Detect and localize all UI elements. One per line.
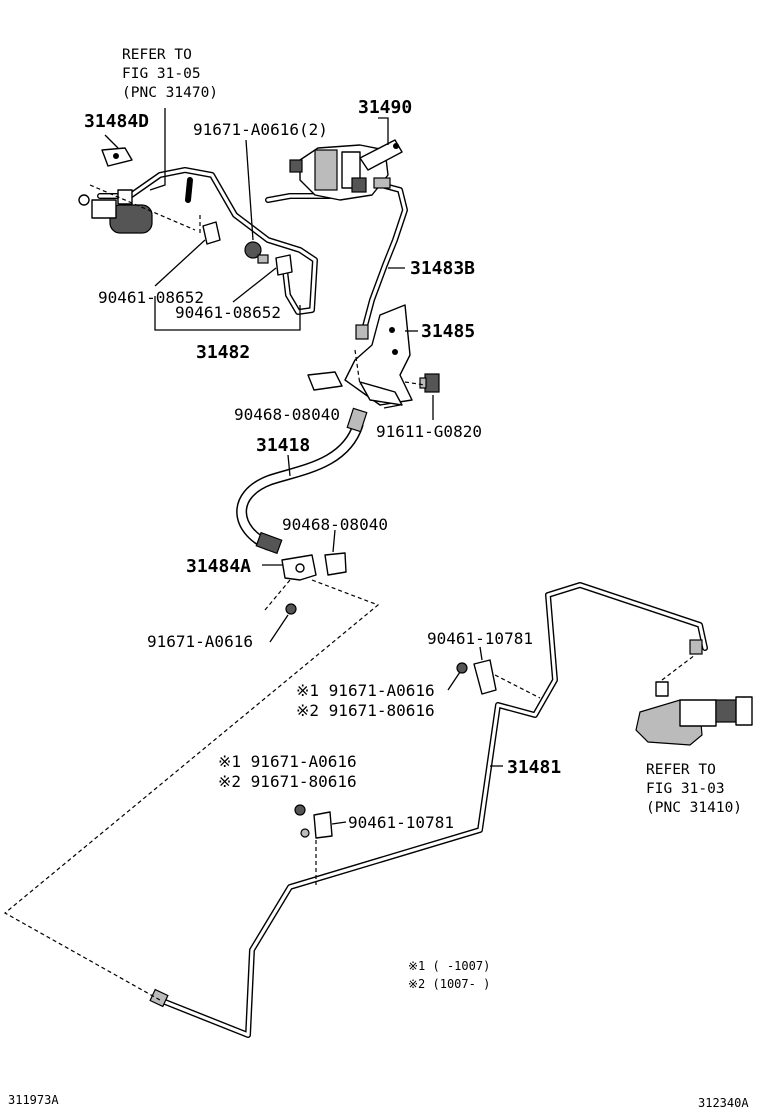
label-31490: 31490 <box>358 97 412 118</box>
clamp-90461-10781-a <box>456 659 497 695</box>
ref-right-line-2: FIG 31-03 <box>646 781 725 797</box>
ref-right-line-1: REFER TO <box>646 762 716 778</box>
bolt-91671-a0616-2 <box>244 241 269 264</box>
cylinder-ref-31470 <box>78 189 153 234</box>
label-31418: 31418 <box>256 435 310 456</box>
label-90461-10781-a: 90461-10781 <box>427 629 533 648</box>
label-91671-80616-m2b: ※2 91671-80616 <box>218 772 357 791</box>
notes-block: ※1 ( -1007) ※2 (1007- ) <box>408 959 490 991</box>
drawing-code-left: 311973A <box>8 1093 59 1107</box>
cylinder-ref-31410 <box>635 681 753 746</box>
ref-block-right: REFER TO FIG 31-03 (PNC 31410) <box>646 762 742 816</box>
ref-right-line-3: (PNC 31410) <box>646 800 742 816</box>
clip-90468-08040-a <box>307 371 343 391</box>
label-91671-80616-m2a: ※2 91671-80616 <box>296 701 435 720</box>
leader-lines <box>104 108 503 825</box>
label-31484d: 31484D <box>84 111 149 132</box>
label-90468-08040-a: 90468-08040 <box>234 405 340 424</box>
bolt-91611-g0820 <box>419 373 440 393</box>
drawing-code-right: 312340A <box>698 1096 749 1110</box>
label-31483b: 31483B <box>410 258 475 279</box>
clamp-90461-08652-a <box>202 221 221 245</box>
label-91671-a0616: 91671-A0616 <box>147 632 253 651</box>
hose-31418 <box>236 407 368 555</box>
label-91671-a0616-2: 91671-A0616(2) <box>193 120 328 139</box>
bracket-31485 <box>344 304 413 406</box>
label-31482: 31482 <box>196 342 250 363</box>
ref-block-top-left: REFER TO FIG 31-05 (PNC 31470) <box>122 47 218 101</box>
bracket-31484a <box>281 554 317 581</box>
label-91671-a0616-m1a: ※1 91671-A0616 <box>296 681 435 700</box>
clamp-90461-10781-b <box>294 804 333 839</box>
pipe-31481 <box>149 582 708 1038</box>
label-31485: 31485 <box>421 321 475 342</box>
clamp-90461-08652-b <box>275 254 293 276</box>
label-90461-08652-b: 90461-08652 <box>175 303 281 322</box>
label-91671-a0616-m1b: ※1 91671-A0616 <box>218 752 357 771</box>
label-31481: 31481 <box>507 757 561 778</box>
note-2: ※2 (1007- ) <box>408 977 490 991</box>
note-1: ※1 ( -1007) <box>408 959 490 973</box>
label-90468-08040-b: 90468-08040 <box>282 515 388 534</box>
clip-90468-08040-b <box>324 552 347 576</box>
label-90461-08652-a: 90461-08652 <box>98 288 204 307</box>
ref-top-left-line-1: REFER TO <box>122 47 192 63</box>
valve-assembly-31490 <box>289 139 403 201</box>
label-91611-g0820: 91611-G0820 <box>376 422 482 441</box>
ref-top-left-line-3: (PNC 31470) <box>122 85 218 101</box>
label-31484a: 31484A <box>186 556 251 577</box>
bolt-91671-a0616 <box>285 603 297 615</box>
bracket-31484d <box>101 147 133 167</box>
ref-top-left-line-2: FIG 31-05 <box>122 66 201 82</box>
dashed-guides <box>3 184 696 1001</box>
pipe-31483b <box>361 183 408 333</box>
label-90461-10781-b: 90461-10781 <box>348 813 454 832</box>
